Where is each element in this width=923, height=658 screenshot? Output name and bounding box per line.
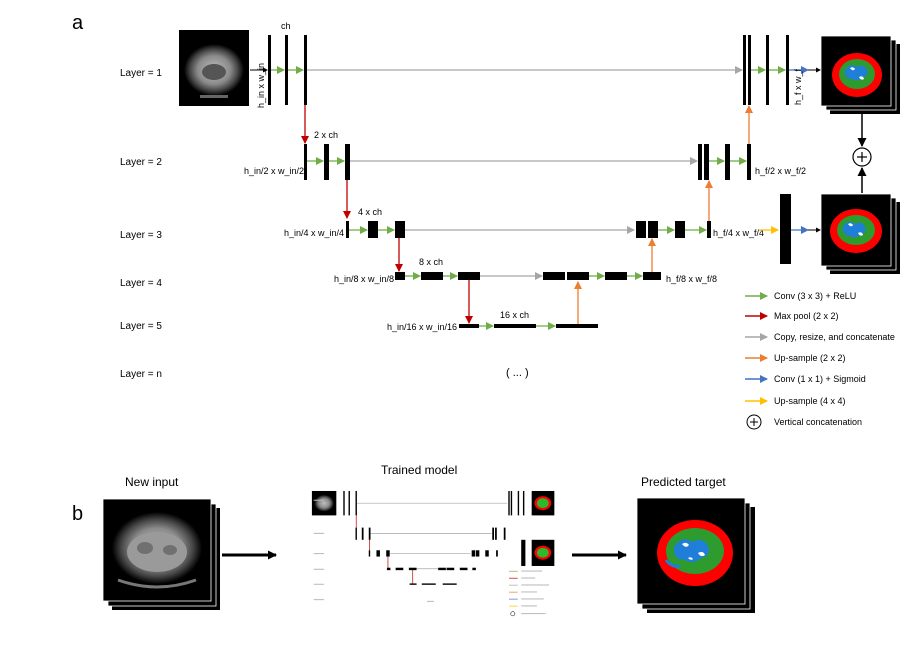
- feature-map: [458, 272, 480, 280]
- feature-map: [766, 35, 769, 105]
- legend-label: Up-sample (2 x 2): [774, 353, 846, 363]
- feature-map: [395, 221, 405, 238]
- trained-model-title: Trained model: [381, 463, 457, 477]
- layer-label-n: Layer = n: [120, 369, 162, 380]
- panel-a-letter: a: [72, 12, 84, 34]
- legend-label: Copy, resize, and concatenate: [774, 332, 895, 342]
- dim-l1-out: h_f x w_f: [793, 68, 803, 105]
- channels-8ch: 8 x ch: [419, 257, 443, 267]
- layer-label-1: Layer = 1: [120, 68, 162, 79]
- feature-map: [556, 324, 598, 328]
- feature-map: [725, 144, 730, 180]
- layer-label-3: Layer = 3: [120, 230, 162, 241]
- feature-map: [304, 144, 307, 180]
- feature-map: [346, 221, 349, 238]
- dim-l5-in: h_in/16 x w_in/16: [387, 322, 457, 332]
- feature-map: [395, 272, 405, 280]
- feature-map: [636, 221, 646, 238]
- panel-b-letter: b: [72, 503, 83, 525]
- input-ct-image: [179, 30, 249, 106]
- layer-label-5: Layer = 5: [120, 321, 162, 332]
- feature-map: [304, 35, 307, 105]
- feature-map: [780, 194, 791, 264]
- feature-map: [675, 221, 685, 238]
- legend-label: Conv (1 x 1) + Sigmoid: [774, 374, 866, 384]
- legend-label: Conv (3 x 3) + ReLU: [774, 291, 856, 301]
- legend: Conv (3 x 3) + ReLU Max pool (2 x 2) Cop…: [745, 291, 895, 430]
- feature-map: [345, 144, 350, 180]
- dim-l1-in: h_in x w_in: [256, 63, 266, 108]
- legend-label: Max pool (2 x 2): [774, 311, 839, 321]
- feature-map: [459, 324, 479, 328]
- feature-map: [421, 272, 443, 280]
- channels-2ch: 2 x ch: [314, 130, 338, 140]
- feature-map: [648, 221, 658, 238]
- dim-l4-out: h_f/8 x w_f/8: [666, 274, 717, 284]
- feature-map: [704, 144, 709, 180]
- dim-l2-in: h_in/2 x w_in/2: [244, 166, 304, 176]
- feature-map: [368, 221, 378, 238]
- channels-ch: ch: [281, 21, 291, 31]
- feature-map: [543, 272, 565, 280]
- predicted-target-title: Predicted target: [641, 475, 726, 489]
- legend-label: Up-sample (4 x 4): [774, 396, 846, 406]
- trained-model-thumbnail: [311, 490, 555, 617]
- feature-map: [567, 272, 589, 280]
- feature-map: [707, 221, 711, 238]
- feature-map: [268, 35, 271, 105]
- legend-label: Vertical concatenation: [774, 417, 862, 427]
- feature-map: [743, 35, 746, 105]
- ellipsis-text: ( ... ): [506, 367, 529, 379]
- feature-map: [494, 324, 536, 328]
- channels-16ch: 16 x ch: [500, 310, 529, 320]
- layer-label-4: Layer = 4: [120, 278, 162, 289]
- feature-map: [285, 35, 288, 105]
- dim-l3-in: h_in/4 x w_in/4: [284, 228, 344, 238]
- feature-map: [786, 35, 789, 105]
- feature-map: [698, 144, 702, 180]
- output-mask-layer1: [820, 35, 900, 114]
- feature-map: [643, 272, 661, 280]
- feature-map: [324, 144, 329, 180]
- new-input-title: New input: [125, 475, 179, 489]
- feature-map: [748, 35, 751, 105]
- output-mask-layer3: [820, 193, 900, 274]
- layer-label-2: Layer = 2: [120, 157, 162, 168]
- predicted-target-stack: [636, 497, 755, 613]
- channels-4ch: 4 x ch: [358, 207, 382, 217]
- new-input-ct-stack: [102, 498, 220, 610]
- dim-l3-out: h_f/4 x w_f/4: [713, 228, 764, 238]
- feature-map: [605, 272, 627, 280]
- feature-map: [747, 144, 751, 180]
- dim-l2-out: h_f/2 x w_f/2: [755, 166, 806, 176]
- dim-l4-in: h_in/8 x w_in/8: [334, 274, 394, 284]
